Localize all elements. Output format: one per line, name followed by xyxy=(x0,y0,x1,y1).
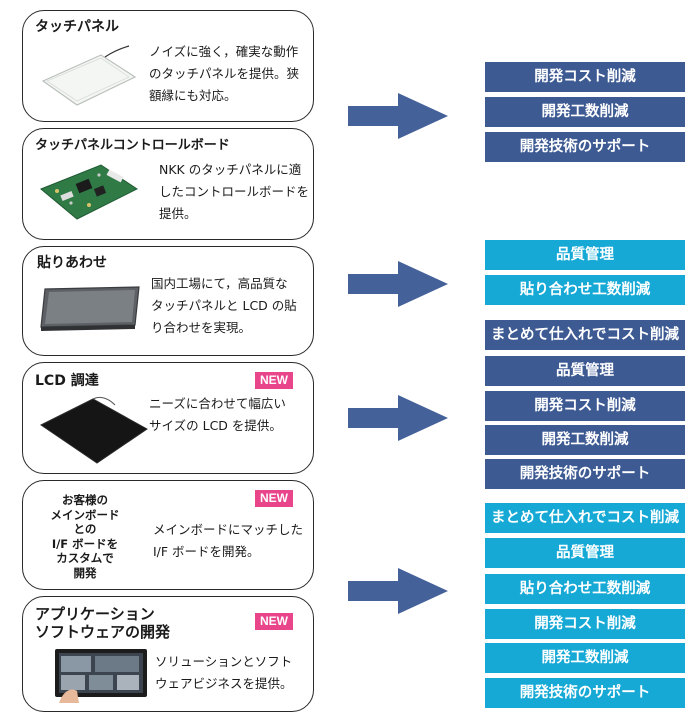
benefit-tag: 開発技術のサポート xyxy=(485,678,685,708)
benefit-tag: 開発工数削減 xyxy=(485,97,685,127)
card-touch-panel: タッチパネル ノイズに強く，確実な動作 のタッチパネルを提供。狭 額縁にも対応。 xyxy=(22,10,314,122)
card-title: タッチパネルコントロールボード xyxy=(35,138,230,153)
benefit-tag: 開発コスト削減 xyxy=(485,391,685,421)
benefit-tag: 貼り合わせ工数削減 xyxy=(485,574,685,604)
card-software: アプリケーション ソフトウェアの開発 NEW ソリューションとソフト ウェアビジ… xyxy=(22,596,314,712)
benefit-tag: 開発コスト削減 xyxy=(485,62,685,92)
software-screen-image xyxy=(55,649,147,703)
benefit-tag: まとめて仕入れでコスト削減 xyxy=(485,503,685,533)
new-badge: NEW xyxy=(255,613,293,630)
card-if-board: お客様の メインボード との I/F ボードを カスタムで 開発 NEW メイン… xyxy=(22,480,314,590)
bonded-panel-image xyxy=(40,286,140,331)
card-lcd: LCD 調達 NEW ニーズに合わせて幅広い サイズの LCD を提供。 xyxy=(22,362,314,474)
card-description: ニーズに合わせて幅広い サイズの LCD を提供。 xyxy=(149,396,286,433)
benefit-tag: 品質管理 xyxy=(485,356,685,386)
new-badge: NEW xyxy=(255,490,293,507)
card-bonding: 貼りあわせ 国内工場にて，高品質な タッチパネルと LCD の貼 り合わせを実現… xyxy=(22,246,314,356)
arrow-right-icon xyxy=(348,395,448,441)
benefit-tag: まとめて仕入れでコスト削減 xyxy=(485,320,685,350)
card-title: タッチパネル xyxy=(35,19,119,35)
card-description: メインボードにマッチした I/F ボードを開発。 xyxy=(153,522,304,559)
card-title: お客様の メインボード との I/F ボードを カスタムで 開発 xyxy=(50,493,120,580)
lcd-image xyxy=(40,396,148,464)
card-title: LCD 調達 xyxy=(35,373,99,389)
card-title: 貼りあわせ xyxy=(37,255,107,271)
card-description: 国内工場にて，高品質な タッチパネルと LCD の貼 り合わせを実現。 xyxy=(151,276,297,335)
benefit-tag: 貼り合わせ工数削減 xyxy=(485,275,685,305)
benefit-tag: 開発技術のサポート xyxy=(485,132,685,162)
arrow-right-icon xyxy=(348,568,448,614)
control-board-image xyxy=(40,164,138,220)
benefit-tag: 開発工数削減 xyxy=(485,643,685,673)
new-badge: NEW xyxy=(255,372,293,389)
benefit-tag: 品質管理 xyxy=(485,538,685,568)
card-description: NKK のタッチパネルに適 したコントロールボードを 提供。 xyxy=(159,162,310,221)
card-control-board: タッチパネルコントロールボード NKK のタッチパネルに適 したコントロールボー… xyxy=(22,128,314,240)
arrow-right-icon xyxy=(348,93,448,139)
benefit-tag: 開発コスト削減 xyxy=(485,609,685,639)
arrow-right-icon xyxy=(348,261,448,307)
card-description: ノイズに強く，確実な動作 のタッチパネルを提供。狭 額縁にも対応。 xyxy=(149,44,300,103)
benefit-tag: 開発工数削減 xyxy=(485,425,685,455)
card-title: アプリケーション ソフトウェアの開発 xyxy=(35,605,171,641)
benefit-tag: 開発技術のサポート xyxy=(485,459,685,489)
touch-panel-image xyxy=(41,45,137,106)
card-description: ソリューションとソフト ウェアビジネスを提供。 xyxy=(155,654,293,691)
benefit-tag: 品質管理 xyxy=(485,240,685,270)
